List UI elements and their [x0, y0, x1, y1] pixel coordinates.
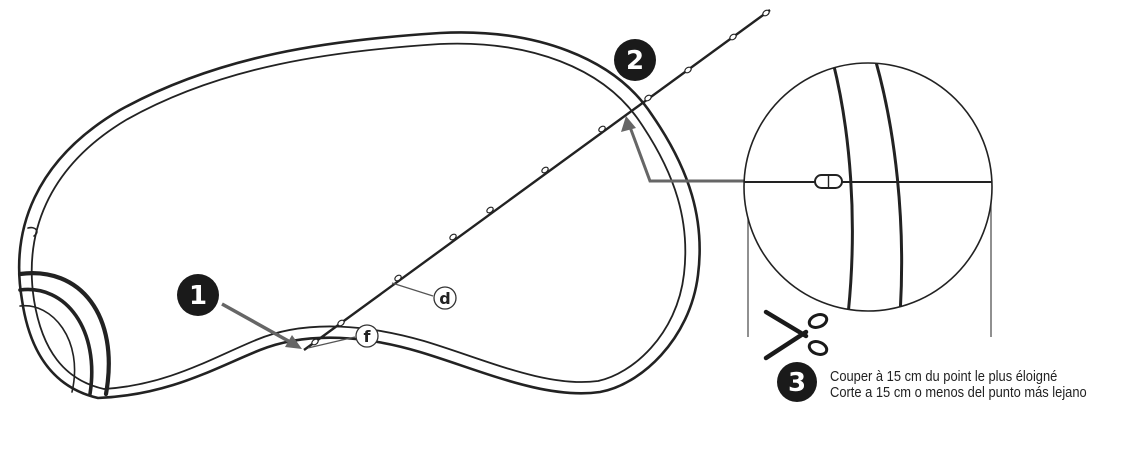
scissors-icon	[763, 309, 829, 361]
step-2-number: 2	[626, 46, 644, 76]
step-2-badge: 2	[614, 39, 656, 81]
step-3-number: 3	[788, 368, 806, 398]
step-1-badge: 1	[177, 274, 219, 316]
zoom-detail-circle	[743, 62, 993, 337]
cut-instructions: Couper à 15 cm du point le plus éloigné …	[830, 369, 1087, 401]
step-1-number: 1	[189, 281, 207, 311]
step-1-arrow	[221, 302, 302, 349]
callout-d-label: d	[439, 289, 450, 308]
callout-d: d	[391, 282, 457, 310]
step-2-arrow	[621, 116, 748, 183]
beaded-line	[303, 9, 771, 351]
instruction-fr: Couper à 15 cm du point le plus éloigné	[830, 368, 1058, 385]
callout-f: f	[307, 324, 379, 349]
callout-f-label: f	[364, 327, 372, 346]
step-3-badge: 3	[777, 362, 817, 402]
instruction-es: Corte a 15 cm o menos del punto más leja…	[830, 384, 1087, 401]
